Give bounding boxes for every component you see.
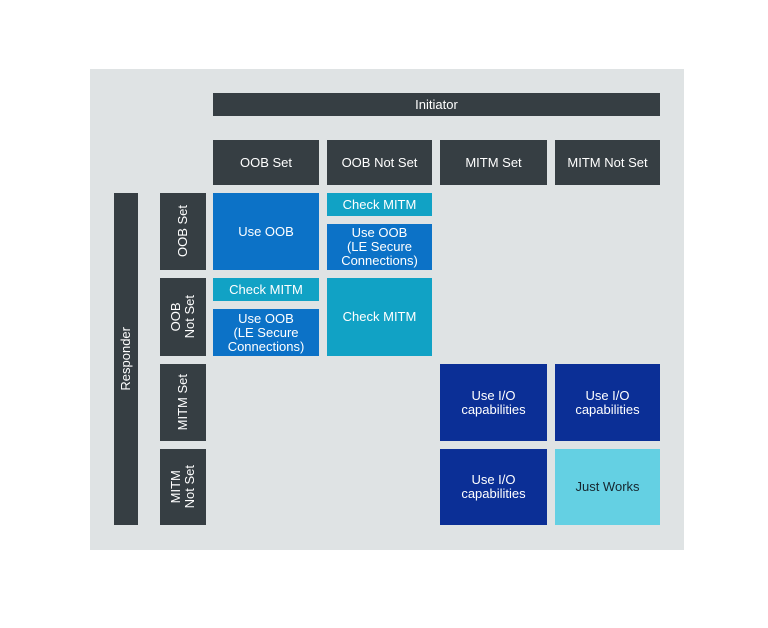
cell-use-io-capabilities: Use I/O capabilities [440,449,547,525]
cell-just-works: Just Works [555,449,660,525]
row-header-oob-set: OOB Set [160,193,206,270]
responder-header: Responder [114,193,138,525]
row-label-mitm-not-set: MITM Not Set [168,465,197,509]
row-label-mitm-set: MITM Set [175,374,190,431]
cell-use-oob: Use OOB [213,193,319,270]
cell-use-io-capabilities: Use I/O capabilities [440,364,547,441]
cell-use-io-capabilities: Use I/O capabilities [555,364,660,441]
cell-check-mitm: Check MITM [327,193,432,216]
row-header-mitm-set: MITM Set [160,364,206,441]
col-header-oob-set: OOB Set [213,140,319,185]
cell-use-oob-le-secure: Use OOB (LE Secure Connections) [213,309,319,356]
cell-use-oob-le-secure: Use OOB (LE Secure Connections) [327,224,432,270]
responder-label: Responder [118,327,133,391]
col-header-oob-not-set: OOB Not Set [327,140,432,185]
row-header-mitm-not-set: MITM Not Set [160,449,206,525]
col-header-mitm-not-set: MITM Not Set [555,140,660,185]
cell-check-mitm: Check MITM [213,278,319,301]
col-header-mitm-set: MITM Set [440,140,547,185]
row-label-oob-set: OOB Set [175,205,190,258]
row-header-oob-not-set: OOB Not Set [160,278,206,356]
initiator-header: Initiator [213,93,660,116]
row-label-oob-not-set: OOB Not Set [168,295,197,339]
cell-check-mitm: Check MITM [327,278,432,356]
